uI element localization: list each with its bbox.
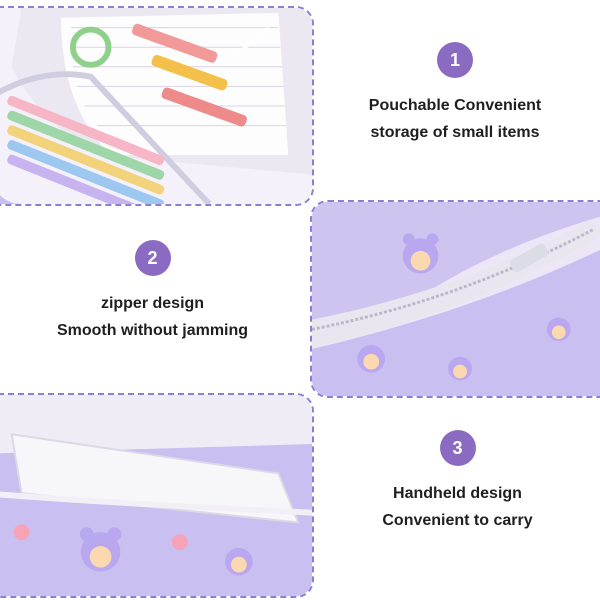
feature-description: Smooth without jamming [56,322,249,339]
feature-title: zipper design [100,295,205,312]
feature-description: Convenient to carry [382,512,533,529]
feature-title: Pouchable Convenient [368,97,542,114]
product-photo-handle [0,393,314,598]
feature-block-2: 2 zipper design Smooth without jamming [20,240,285,344]
feature-number-badge: 1 [437,42,473,78]
product-photo-open-pouch [0,6,314,206]
feature-block-3: 3 Handheld design Convenient to carry [330,430,585,534]
feature-title: Handheld design [393,485,522,502]
feature-number-badge: 2 [134,240,171,276]
feature-block-1: 1 Pouchable Convenient storage of small … [330,42,580,146]
feature-description: storage of small items [370,124,540,141]
feature-number-badge: 3 [439,430,476,466]
product-photo-zipper [310,200,600,398]
